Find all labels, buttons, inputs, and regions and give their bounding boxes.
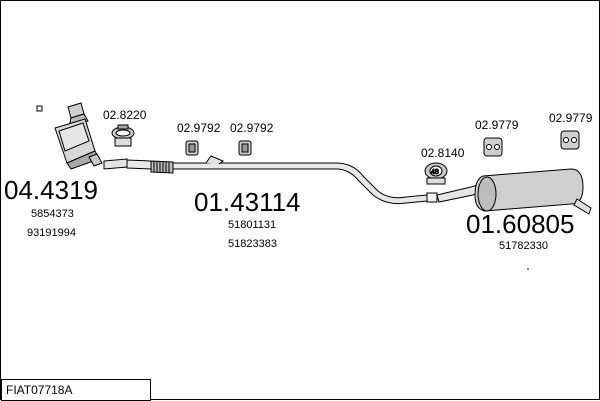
front-pipe-icon	[103, 158, 128, 170]
part-reference: 51823383	[228, 238, 277, 250]
pipe-end-icon	[426, 192, 438, 203]
part-reference: 93191994	[27, 227, 76, 239]
small-marker-icon	[36, 105, 43, 112]
fitting-number: 02.9792	[230, 121, 274, 135]
part-reference: 51801131	[228, 219, 276, 231]
fitting-number: 02.8140	[421, 146, 465, 160]
rubber-hanger-icon	[483, 137, 503, 157]
clamp-size-label: 48	[431, 169, 439, 176]
rubber-mount-icon	[185, 140, 199, 156]
rear-silencer-icon	[436, 168, 592, 215]
clamp-icon	[111, 124, 135, 147]
catalytic-converter-icon	[54, 102, 103, 170]
fitting-number: 02.9779	[475, 118, 519, 132]
fitting-number: 02.9792	[177, 121, 221, 135]
part-number: 01.60805	[466, 209, 574, 239]
part-reference: 51782330	[499, 240, 548, 252]
part-number: 04.4319	[4, 175, 98, 205]
dot-marker-icon	[527, 268, 529, 270]
diagram-code: FIAT07718A	[1, 379, 151, 401]
clamp-icon: 48	[424, 162, 448, 185]
part-number: 01.43114	[194, 187, 301, 217]
fitting-number: 02.9779	[549, 111, 593, 125]
part-reference: 5854373	[31, 208, 74, 220]
rubber-mount-icon	[238, 140, 252, 156]
fitting-number: 02.8220	[103, 108, 147, 122]
rubber-hanger-icon	[560, 130, 580, 150]
